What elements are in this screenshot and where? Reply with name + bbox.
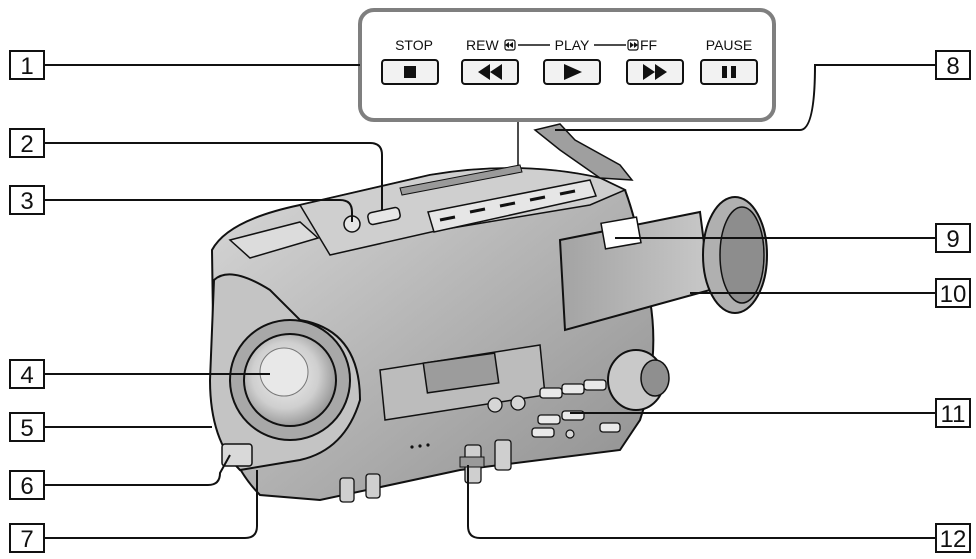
rew-badge-arrows-icon bbox=[505, 42, 513, 48]
callout-box-8 bbox=[935, 50, 971, 80]
stop-label: STOP bbox=[395, 37, 433, 53]
callout-box-9 bbox=[935, 223, 971, 253]
callout-box-5 bbox=[9, 412, 45, 442]
lens-inner bbox=[259, 347, 309, 397]
accessory-shoe bbox=[228, 221, 320, 259]
top-button-strip bbox=[427, 179, 598, 233]
callout-8: 8 bbox=[946, 53, 959, 80]
callout-11: 11 bbox=[941, 401, 966, 428]
stop-icon bbox=[404, 66, 416, 78]
play-icon bbox=[564, 64, 582, 80]
callout-box-12 bbox=[935, 523, 971, 553]
play-label: PLAY bbox=[555, 37, 590, 53]
pause-label: PAUSE bbox=[706, 37, 752, 53]
callout-6: 6 bbox=[20, 473, 33, 500]
rew-label: REW bbox=[466, 37, 499, 53]
callout-badges: 1 2 3 4 5 6 7 8 9 10 11 12 bbox=[9, 50, 971, 553]
ff-label: FF bbox=[640, 37, 657, 53]
callout-4: 4 bbox=[20, 362, 33, 389]
side-window bbox=[422, 352, 500, 394]
callout-2: 2 bbox=[20, 131, 33, 158]
callout-box-2 bbox=[9, 128, 45, 158]
callout-3: 3 bbox=[20, 188, 33, 215]
callout-box-1 bbox=[9, 50, 45, 80]
side-button-cluster bbox=[487, 379, 621, 439]
callout-box-3 bbox=[9, 185, 45, 215]
callout-7: 7 bbox=[20, 526, 33, 553]
callout-lines bbox=[44, 64, 936, 539]
camcorder-illustration bbox=[208, 123, 768, 503]
ff-badge-arrows-icon bbox=[630, 42, 638, 48]
pause-icon-bar-right bbox=[731, 66, 736, 78]
callout-box-6 bbox=[9, 470, 45, 500]
fast-forward-icon bbox=[643, 64, 667, 80]
callout-box-4 bbox=[9, 359, 45, 389]
callout-1: 1 bbox=[20, 53, 33, 80]
pause-icon-bar-left bbox=[722, 66, 727, 78]
zoom-dial-knob bbox=[640, 359, 670, 397]
cassette-slot bbox=[399, 164, 523, 196]
callout-box-11 bbox=[935, 398, 971, 428]
viewfinder-window bbox=[600, 216, 642, 250]
callout-box-7 bbox=[9, 523, 45, 553]
callout-9: 9 bbox=[946, 226, 959, 253]
top-button-row bbox=[439, 189, 576, 222]
callout-12: 12 bbox=[940, 526, 967, 553]
top-slide-switch bbox=[367, 206, 401, 226]
callout-5: 5 bbox=[20, 415, 33, 442]
front-sensor-window bbox=[221, 443, 253, 467]
control-panel-box: STOP REW PLAY FF PAUSE bbox=[358, 8, 776, 122]
pause-button[interactable] bbox=[700, 59, 758, 85]
callout-10: 10 bbox=[940, 281, 967, 308]
callout-box-10 bbox=[935, 278, 971, 308]
eyecup-rim bbox=[719, 206, 765, 304]
hand-strap-top bbox=[533, 123, 634, 181]
rewind-icon bbox=[478, 64, 502, 80]
